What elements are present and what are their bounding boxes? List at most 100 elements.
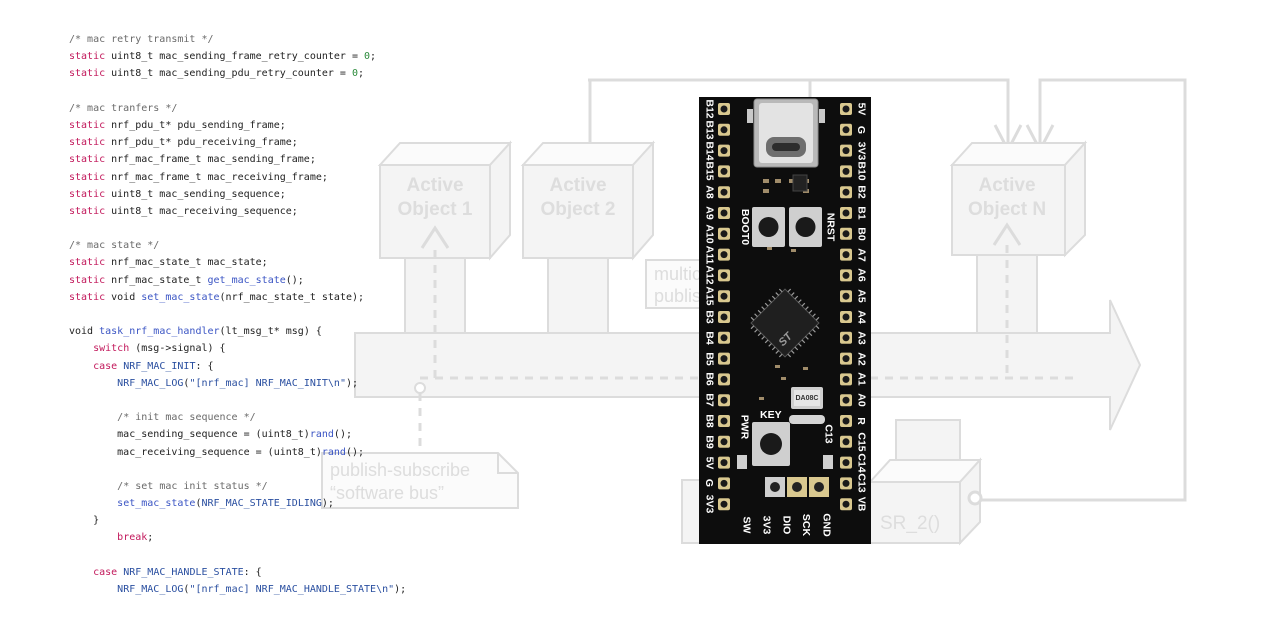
pin-hole — [720, 313, 728, 321]
boot0-button[interactable] — [752, 207, 785, 247]
code-token: uint8_t mac_sending_pdu_retry_counter = — [105, 68, 352, 80]
multicast-note: multic publis — [645, 259, 716, 309]
code-token: (nrf_mac_state_t state); — [219, 291, 365, 303]
pin-label: A8 — [703, 185, 716, 199]
multicast-note-line1: multic — [654, 264, 701, 284]
isr-box-left — [681, 479, 701, 544]
pin-label: SW — [739, 516, 752, 534]
code-token: ( — [183, 377, 190, 389]
arrowhead-up-1 — [420, 225, 450, 249]
code-line: /* mac retry transmit */ — [69, 31, 406, 48]
code-line: static void set_mac_state(nrf_mac_state_… — [69, 289, 406, 306]
code-token: NRF_MAC_LOG — [117, 584, 184, 595]
code-token: NRF_MAC_INIT — [123, 360, 196, 372]
pin-label: SCK — [800, 513, 813, 537]
code-line: } — [69, 512, 406, 529]
code-token — [69, 412, 117, 423]
code-token: ( — [195, 498, 202, 510]
isr-label: SR_2() — [880, 513, 940, 534]
swd-header — [765, 477, 829, 497]
code-token — [69, 481, 117, 492]
multicast-note-line2: publis — [654, 286, 701, 306]
pin-hole — [720, 438, 728, 446]
pin-hole — [842, 292, 850, 300]
pin-hole — [720, 188, 728, 196]
code-line: set_mac_state(NRF_MAC_STATE_IDLING); — [69, 495, 406, 512]
code-token — [69, 361, 93, 372]
code-token: "[nrf_mac] NRF_MAC_HANDLE_STATE\n" — [189, 584, 395, 595]
code-token: nrf_pdu_t* pdu_sending_frame; — [105, 119, 286, 131]
code-token — [69, 567, 93, 578]
pin-hole — [720, 375, 728, 383]
active-object-2: Active Object 2 — [520, 140, 656, 261]
pin-hole — [842, 251, 850, 259]
bus-note-line1: publish-subscribe — [330, 460, 470, 480]
code-token: 0 — [364, 51, 371, 63]
pin-hole — [720, 500, 728, 508]
code-token: nrf_mac_frame_t mac_receiving_frame; — [105, 171, 328, 183]
code-token: NRF_MAC_LOG — [117, 377, 184, 389]
pin-label: B3 — [703, 310, 716, 324]
pin-label: 3V3 — [759, 515, 772, 535]
code-token: /* mac state */ — [69, 240, 160, 252]
crystal-small — [789, 415, 825, 424]
pin-label: B10 — [855, 161, 868, 182]
code-line: static nrf_mac_frame_t mac_receiving_fra… — [69, 169, 406, 186]
pin-hole — [720, 334, 728, 342]
pin-label: B13 — [703, 120, 716, 140]
nrst-button[interactable] — [789, 207, 822, 247]
pin-hole — [842, 479, 850, 487]
pin-hole — [842, 126, 850, 134]
code-line: switch (msg->signal) { — [69, 340, 406, 357]
active-object-1: Active Object 1 — [377, 140, 513, 261]
code-token: set_mac_state — [117, 498, 196, 510]
code-token: static — [69, 274, 106, 286]
code-token: rand — [321, 446, 346, 458]
code-token: case — [93, 360, 118, 372]
key-button[interactable] — [752, 422, 790, 466]
code-line — [69, 547, 406, 564]
pin-label: BOOT0 — [739, 208, 752, 246]
code-token: void — [105, 291, 142, 303]
pin-hole — [842, 230, 850, 238]
code-line — [69, 306, 406, 323]
code-token: (); — [333, 429, 352, 441]
pin-hole — [842, 500, 850, 508]
code-line: case NRF_MAC_INIT: { — [69, 358, 406, 375]
code-token: static — [69, 119, 106, 131]
pin-label: A0 — [855, 393, 868, 407]
code-token: 0 — [351, 68, 358, 80]
code-token: ); — [394, 584, 407, 595]
code-token: static — [69, 154, 106, 166]
pin-hole — [842, 375, 850, 383]
crystal — [791, 387, 823, 409]
pin-hole — [842, 459, 850, 467]
pin-hole — [720, 209, 728, 217]
pin-label: GND — [820, 513, 833, 537]
pin-label: DIO — [779, 515, 792, 535]
pin-label: R — [854, 417, 867, 425]
pin-hole — [720, 292, 728, 300]
code-token: nrf_mac_frame_t mac_sending_frame; — [105, 154, 316, 166]
code-line: /* mac state */ — [69, 237, 406, 254]
pin-hole — [842, 147, 850, 155]
pin-hole — [720, 126, 728, 134]
arrowhead-up-n — [992, 222, 1022, 246]
code-token — [69, 532, 117, 543]
pin-label: A15 — [703, 286, 716, 306]
pin-hole — [842, 167, 850, 175]
connector-dot-2 — [414, 382, 426, 394]
code-token: /* set mac init status */ — [117, 480, 268, 492]
pin-label: A9 — [703, 206, 716, 220]
code-line: /* mac tranfers */ — [69, 100, 406, 117]
pin-label: 3V3 — [854, 141, 867, 160]
code-line: /* init mac sequence */ — [69, 409, 406, 426]
pin-label: A12 — [703, 265, 716, 286]
pin-label: A7 — [855, 247, 868, 262]
code-line: static nrf_mac_state_t mac_state; — [69, 254, 406, 271]
code-line: mac_receiving_sequence = (uint8_t)rand()… — [69, 444, 406, 461]
active-object-n-line1: Active — [978, 175, 1035, 196]
bus-note-line2: “software bus” — [330, 483, 444, 503]
